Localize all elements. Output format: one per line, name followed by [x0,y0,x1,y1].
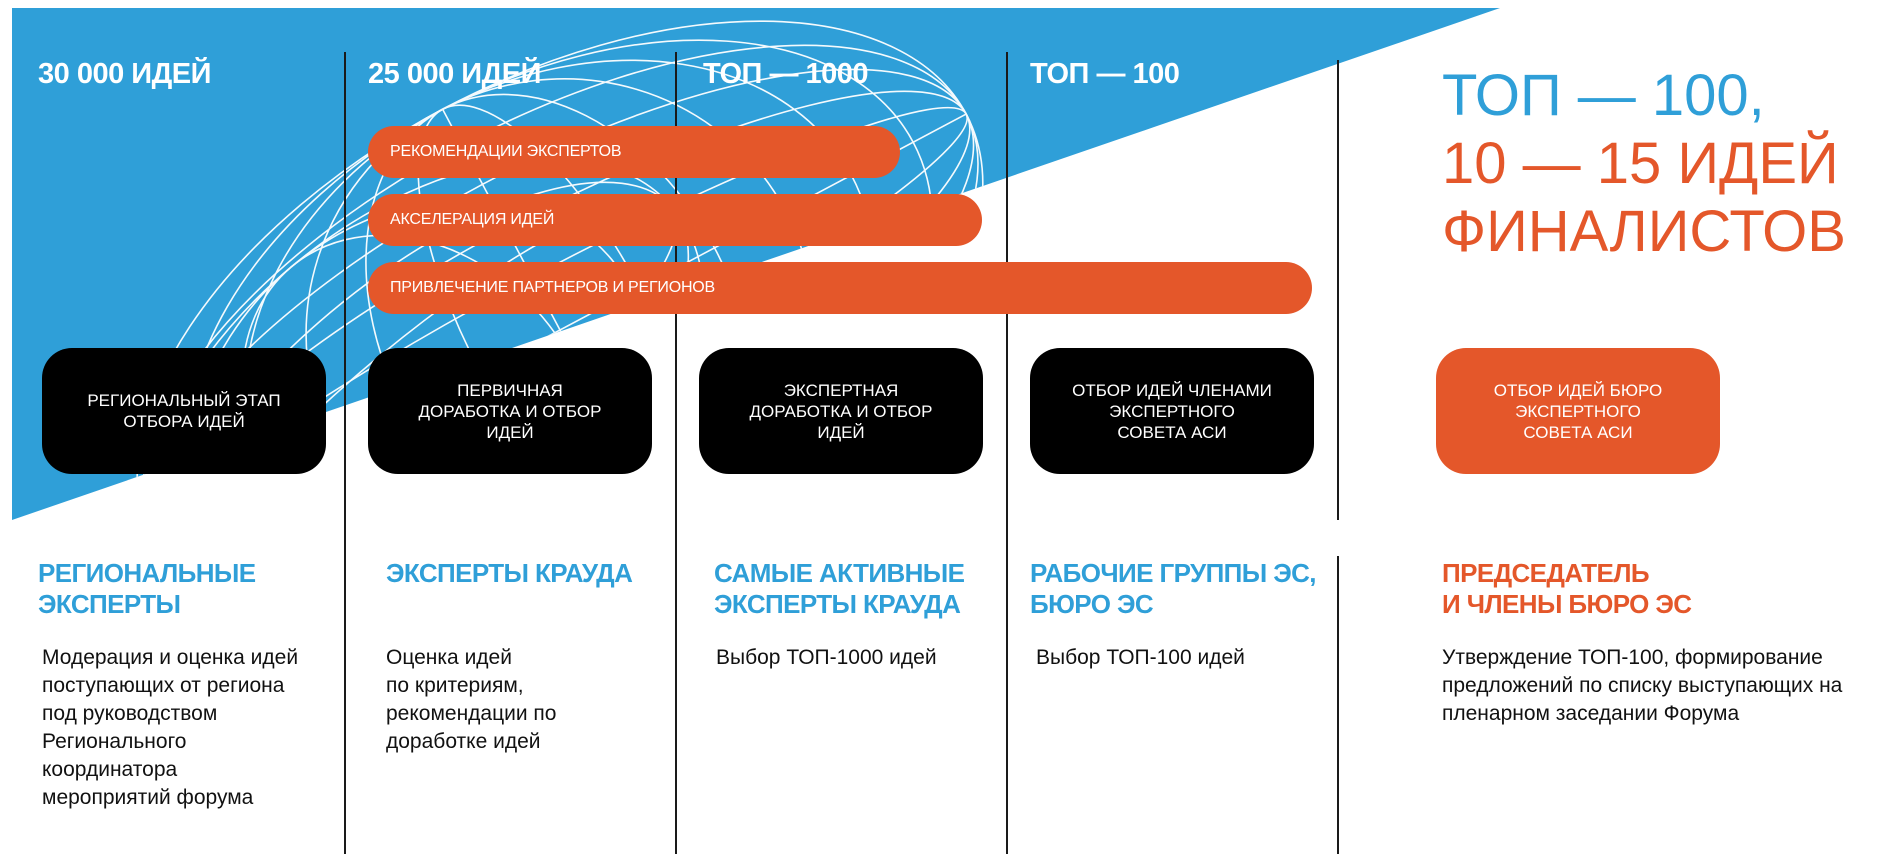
process-bar-partners: ПРИВЛЕЧЕНИЕ ПАРТНЕРОВ И РЕГИОНОВ [368,262,1312,314]
description-line: Утверждение ТОП-100, формирование [1442,646,1823,669]
column-divider [344,52,346,854]
description-line: Оценка идей [386,646,512,669]
description-line: доработке идей [386,730,541,753]
stage-text: ЭКСПЕРТНОГО [1515,401,1641,421]
role-line: ЭКСПЕРТЫ [38,589,181,619]
process-bar-expert-recommendations: РЕКОМЕНДАЦИИ ЭКСПЕРТОВ [368,126,900,178]
stage-text: ДОРАБОТКА И ОТБОР [418,401,602,421]
stage-text: ОТБОР ИДЕЙ ЧЛЕНАМИ [1072,380,1272,400]
description-line: рекомендации по [386,702,557,725]
stage-text: РЕГИОНАЛЬНЫЙ ЭТАП [87,391,281,410]
column-divider [1337,556,1339,854]
column-header: 25 000 ИДЕЙ [368,58,541,90]
title-line: ТОП — 100, [1442,63,1765,128]
title-line: ФИНАЛИСТОВ [1442,199,1846,264]
role-title: ПРЕДСЕДАТЕЛЬ И ЧЛЕНЫ БЮРО ЭС [1442,558,1692,620]
stage-description: Модерация и оценка идей поступающих от р… [42,644,298,812]
stage-text: ЭКСПЕРТНАЯ [783,380,899,400]
stage-text: СОВЕТА АСИ [1117,422,1227,442]
column-header: ТОП — 1000 [703,58,869,90]
role-line: САМЫЕ АКТИВНЫЕ [714,558,965,588]
stage-text: ПЕРВИЧНАЯ [457,380,563,400]
page-title: ТОП — 100, 10 — 15 ИДЕЙ ФИНАЛИСТОВ [1442,62,1846,266]
description-line: под руководством [42,702,218,725]
description-line: Модерация и оценка идей [42,646,299,669]
stage-description: Выбор ТОП-1000 идей [716,644,937,672]
role-line: ЭКСПЕРТЫ КРАУДА [386,558,633,588]
column-divider [675,52,677,854]
stage-text: ДОРАБОТКА И ОТБОР [749,401,933,421]
role-line: БЮРО ЭС [1030,589,1154,619]
process-bar-acceleration: АКСЕЛЕРАЦИЯ ИДЕЙ [368,194,982,246]
role-title: РЕГИОНАЛЬНЫЕ ЭКСПЕРТЫ [38,558,256,620]
stage-text: ОТБОРА ИДЕЙ [123,412,245,431]
description-line: предложений по списку выступающих на [1442,674,1843,697]
stage-text: СОВЕТА АСИ [1523,422,1633,442]
stage-description: Выбор ТОП-100 идей [1036,644,1245,672]
column-header: ТОП — 100 [1030,58,1180,90]
role-line: РАБОЧИЕ ГРУППЫ ЭС, [1030,558,1317,588]
stage-box-regional: РЕГИОНАЛЬНЫЙ ЭТАП ОТБОРА ИДЕЙ [42,348,326,474]
role-line: ЭКСПЕРТЫ КРАУДА [714,589,961,619]
stage-text: ИДЕЙ [817,422,865,442]
role-title: РАБОЧИЕ ГРУППЫ ЭС, БЮРО ЭС [1030,558,1317,620]
role-line: ПРЕДСЕДАТЕЛЬ [1442,558,1650,588]
role-line: И ЧЛЕНЫ БЮРО ЭС [1442,589,1692,619]
description-line: поступающих от региона [42,674,285,697]
stage-text: ИДЕЙ [486,422,534,442]
description-line: Выбор ТОП-1000 идей [716,646,937,669]
description-line: Регионального [42,730,187,753]
description-line: координатора [42,758,178,781]
role-title: САМЫЕ АКТИВНЫЕ ЭКСПЕРТЫ КРАУДА [714,558,965,620]
stage-text: ЭКСПЕРТНОГО [1109,401,1235,421]
description-line: по критериям, [386,674,524,697]
column-divider [1337,60,1339,520]
stage-text: ОТБОР ИДЕЙ БЮРО [1493,380,1663,400]
description-line: пленарном заседании Форума [1442,702,1740,725]
stage-description: Оценка идей по критериям, рекомендации п… [386,644,556,756]
stage-description: Утверждение ТОП-100, формирование предло… [1442,644,1842,728]
description-line: мероприятий форума [42,786,254,809]
column-divider [1006,52,1008,854]
role-line: РЕГИОНАЛЬНЫЕ [38,558,256,588]
column-header: 30 000 ИДЕЙ [38,58,211,90]
role-title: ЭКСПЕРТЫ КРАУДА [386,558,633,589]
description-line: Выбор ТОП-100 идей [1036,646,1245,669]
title-line: 10 — 15 ИДЕЙ [1442,131,1839,196]
